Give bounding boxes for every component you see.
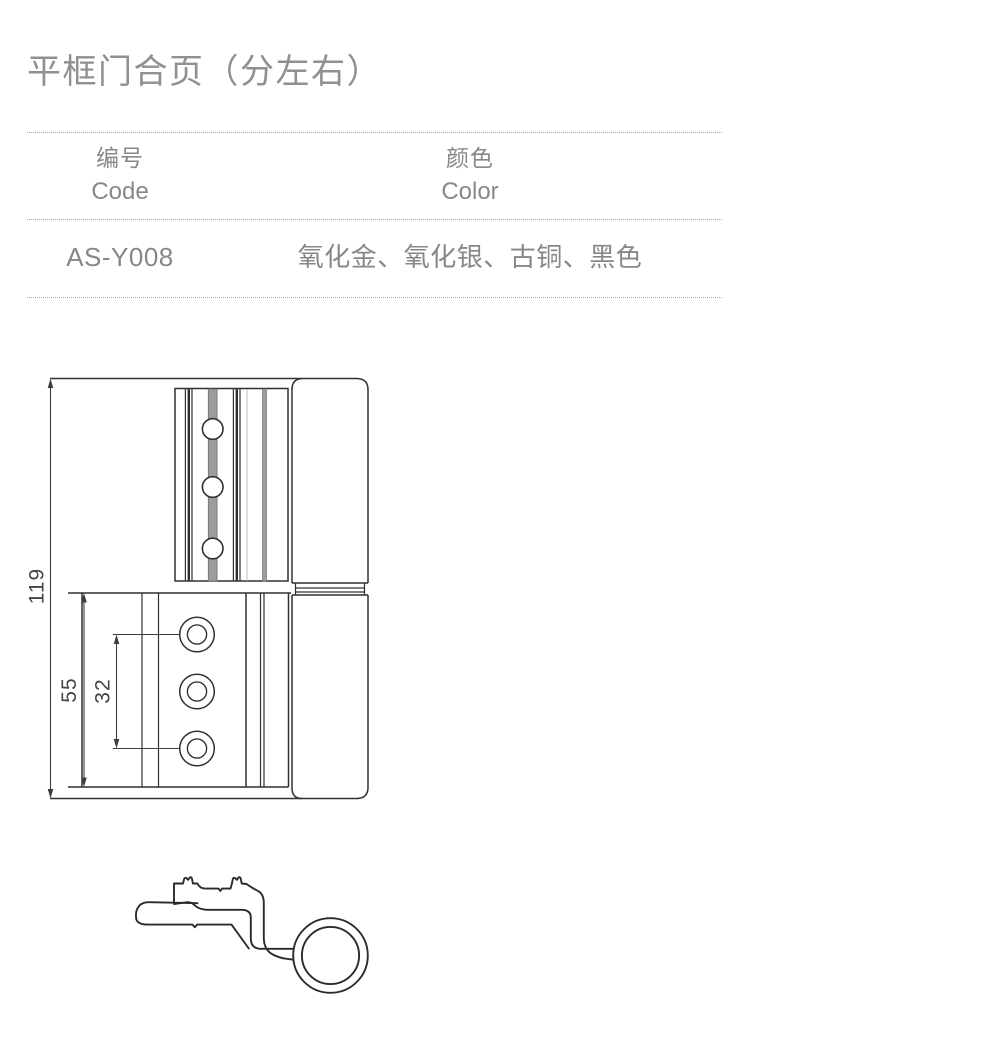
header-color-zh: 颜色 <box>446 145 494 171</box>
hinge-profile-view <box>135 876 369 994</box>
screw-hole <box>201 537 224 560</box>
product-colors: 氧化金、氧化银、古铜、黑色 <box>297 242 643 272</box>
frame-leaf <box>68 592 291 788</box>
header-code-zh: 编号 <box>96 145 144 171</box>
hinge-front-view <box>47 377 369 800</box>
page-title: 平框门合页（分左右） <box>27 53 382 91</box>
header-code-en: Code <box>91 178 149 205</box>
table-rule-bottom <box>27 297 722 298</box>
dimension-lines <box>49 382 179 795</box>
sash-leaf <box>174 387 289 582</box>
fixing-hole-inner <box>186 681 208 702</box>
dimension-arrows <box>47 378 120 799</box>
dim-label-leaf-height: 55 <box>58 677 81 702</box>
knuckle-ring-inner <box>300 925 361 986</box>
profile-frame-arm <box>135 901 250 950</box>
table-rule-top <box>27 132 722 133</box>
profile-sash-arm <box>173 876 298 962</box>
screw-hole <box>201 475 224 499</box>
dim-label-hole-spacing: 32 <box>92 678 115 703</box>
table-rule-middle <box>27 219 722 220</box>
fixing-hole-inner <box>186 738 208 759</box>
fixing-hole-inner <box>186 624 208 645</box>
product-code: AS-Y008 <box>66 242 174 272</box>
header-color-en: Color <box>441 178 499 205</box>
dim-label-total-height: 119 <box>26 568 49 604</box>
screw-hole <box>201 417 224 441</box>
